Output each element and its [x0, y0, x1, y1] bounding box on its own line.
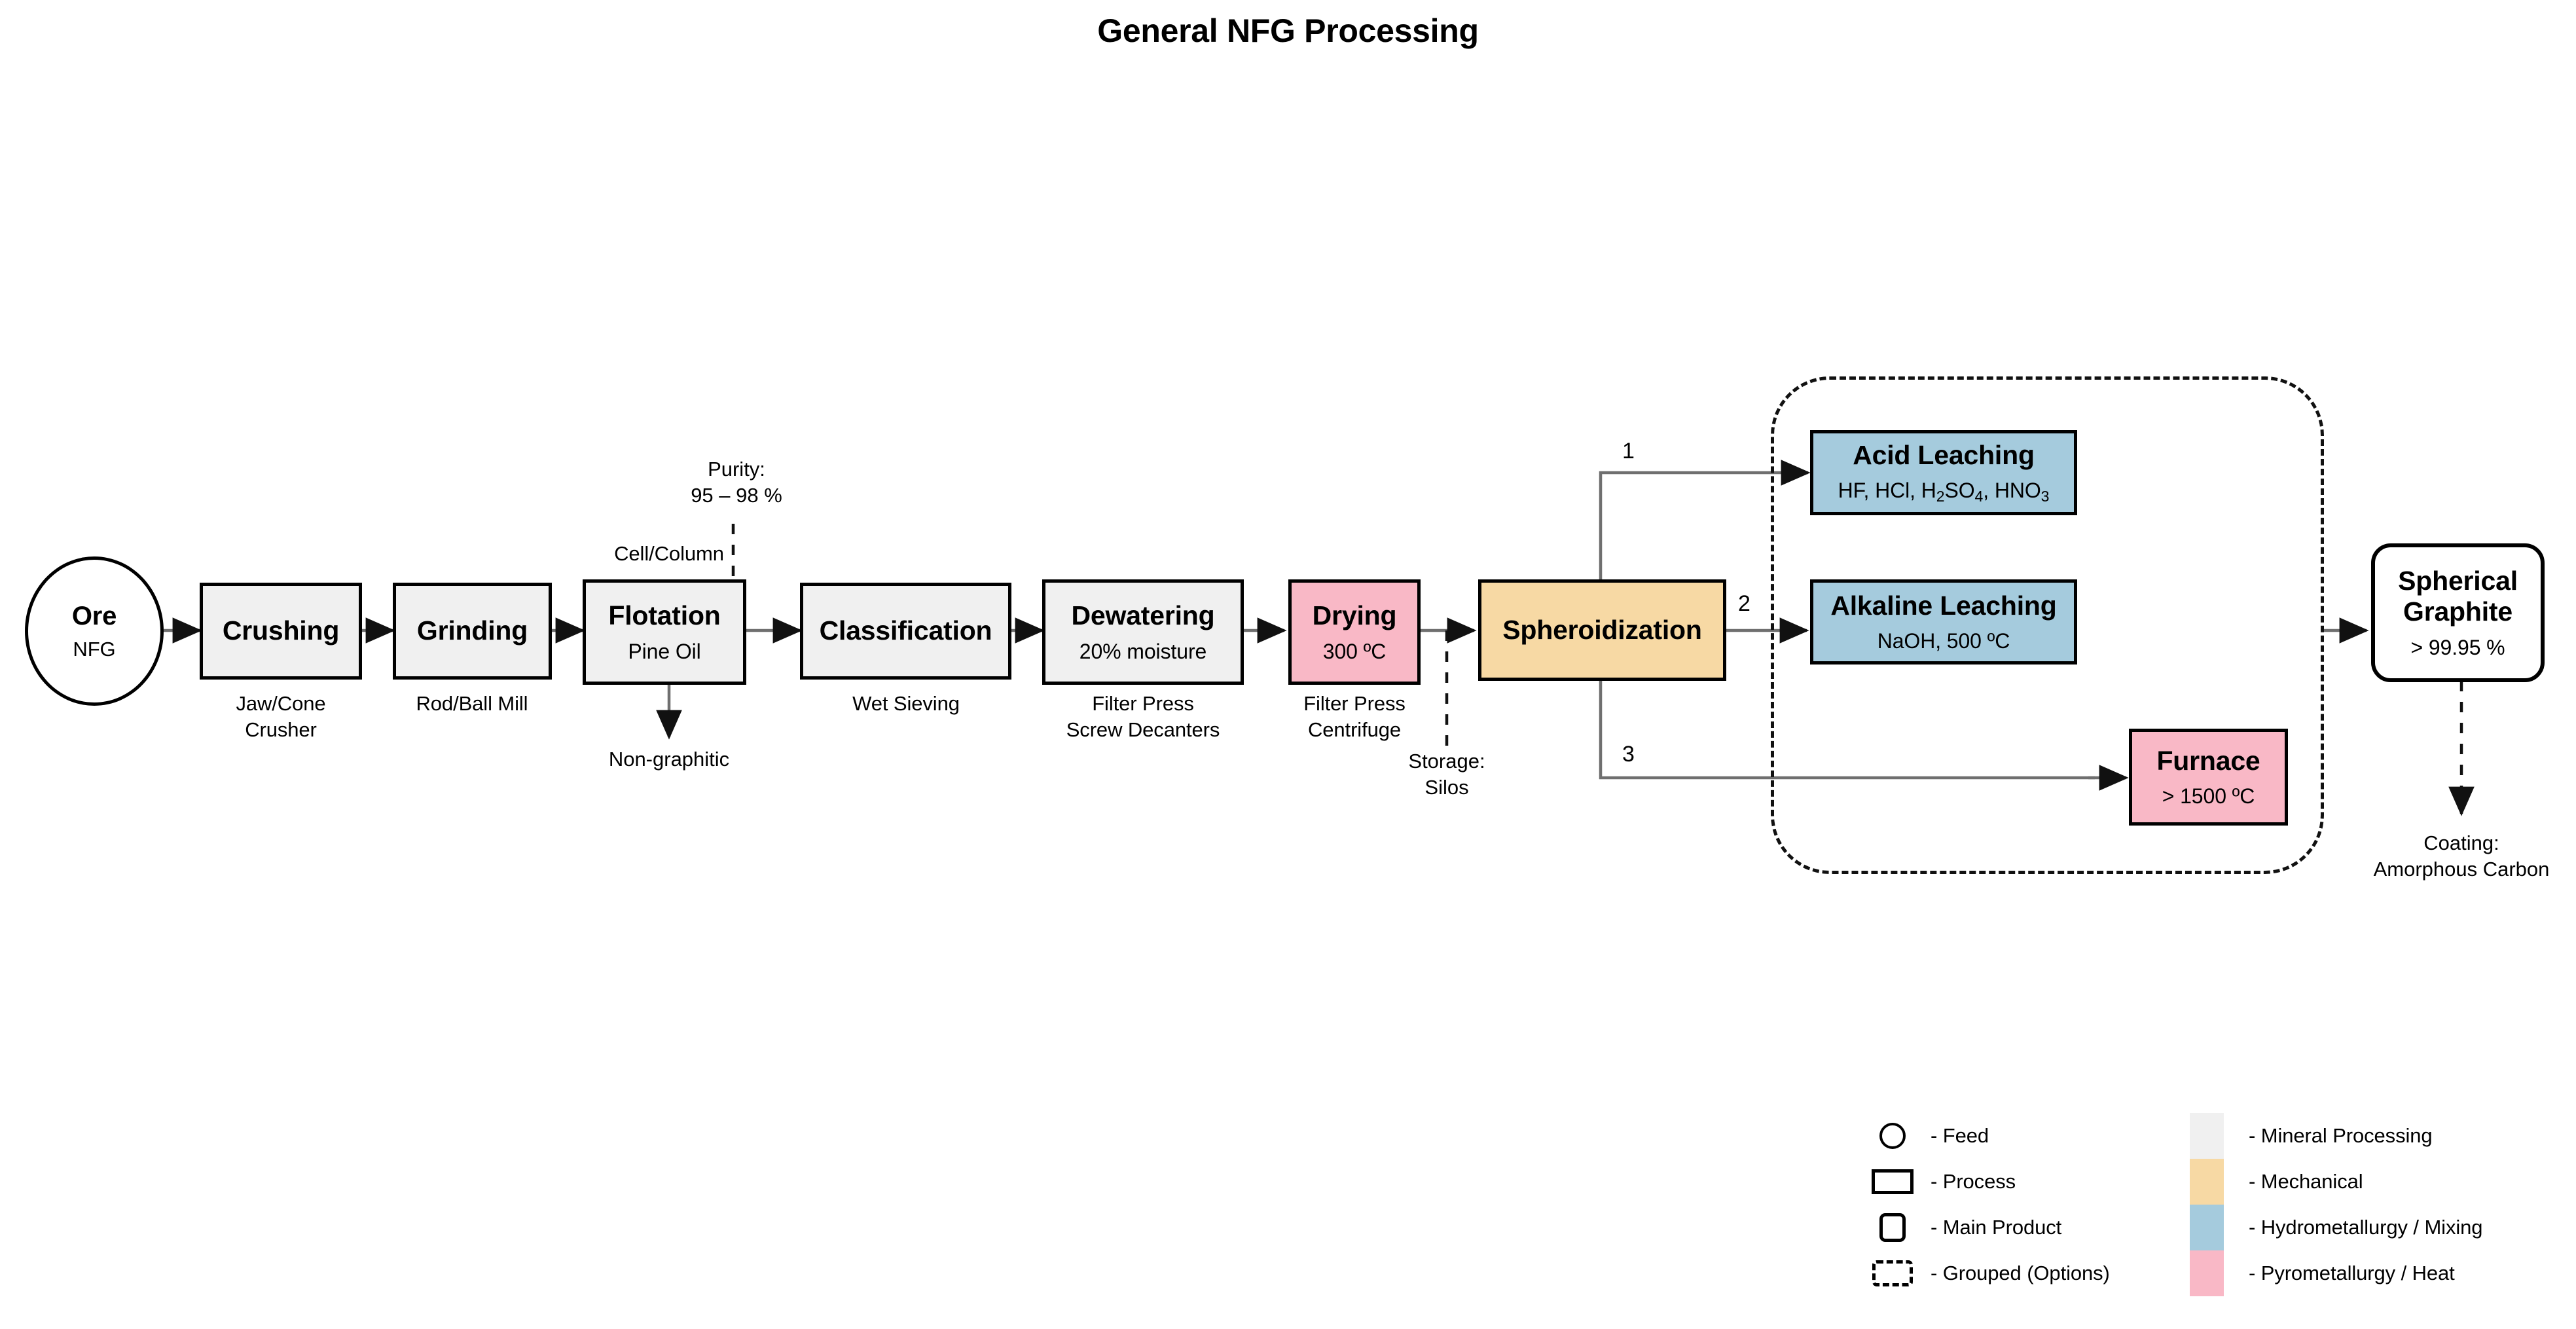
edge-branch1-path [1599, 471, 1799, 583]
node-spherical-graphite-title: Spherical Graphite [2398, 565, 2518, 627]
grouped-dashed-icon [1869, 1258, 1916, 1289]
edge-label-branch1: 1 [1622, 439, 1635, 464]
legend-row-process: - Process [1869, 1159, 2110, 1205]
legend-row-grouped: - Grouped (Options) [1869, 1250, 2110, 1296]
process-rect-icon [1869, 1166, 1916, 1197]
edge-label-branch2: 2 [1738, 591, 1751, 616]
caption-drying: Filter Press Centrifuge [1303, 692, 1406, 742]
swatch-hydrometallurgy [2190, 1205, 2224, 1250]
node-classification[interactable]: Classification [800, 583, 1011, 680]
node-ore-title: Ore [71, 601, 117, 630]
caption-classification: Wet Sieving [852, 692, 960, 715]
annot-purity: Purity: 95 – 98 % [691, 458, 782, 507]
main-product-rounded-icon [1869, 1212, 1916, 1243]
node-drying-title: Drying [1312, 600, 1397, 631]
node-flotation-title: Flotation [608, 600, 721, 631]
node-dewatering[interactable]: Dewatering 20% moisture [1042, 579, 1244, 685]
node-furnace[interactable]: Furnace > 1500 ºC [2129, 729, 2288, 826]
caption-grinding: Rod/Ball Mill [416, 692, 528, 715]
page-title: General NFG Processing [1097, 12, 1479, 49]
annot-coating: Coating: Amorphous Carbon [2373, 831, 2550, 881]
legend-shapes: - Feed - Process - Main Product - Groupe… [1869, 1113, 2110, 1296]
node-flotation[interactable]: Flotation Pine Oil [583, 579, 746, 685]
node-dewatering-sub: 20% moisture [1079, 639, 1207, 663]
legend-label-mechanical: - Mechanical [2249, 1170, 2363, 1193]
node-ore[interactable]: Ore NFG [25, 556, 164, 706]
legend-row-feed: - Feed [1869, 1113, 2110, 1159]
node-alkaline-leaching[interactable]: Alkaline Leaching NaOH, 500 ºC [1810, 579, 2077, 664]
swatch-mechanical [2190, 1159, 2224, 1205]
node-acid-leaching-sub: HF, HCl, H2SO4, HNO3 [1838, 479, 2050, 505]
legend-label-pyrometallurgy: - Pyrometallurgy / Heat [2249, 1262, 2455, 1284]
node-acid-leaching[interactable]: Acid Leaching HF, HCl, H2SO4, HNO3 [1810, 430, 2077, 515]
annot-storage: Storage: Silos [1408, 750, 1485, 799]
feed-circle-icon [1869, 1120, 1916, 1152]
node-spheroidization-title: Spheroidization [1502, 614, 1702, 645]
node-crushing[interactable]: Crushing [200, 583, 362, 680]
edge-label-branch3: 3 [1622, 742, 1635, 767]
node-furnace-sub: > 1500 ºC [2162, 784, 2255, 809]
node-spherical-graphite-sub: > 99.95 % [2410, 635, 2505, 659]
node-alkaline-leaching-title: Alkaline Leaching [1830, 590, 2057, 621]
legend-row-main-product: - Main Product [1869, 1205, 2110, 1250]
node-grinding-title: Grinding [416, 615, 528, 646]
legend-label-grouped: - Grouped (Options) [1931, 1262, 2110, 1284]
annot-non-graphitic: Non-graphitic [608, 748, 730, 771]
caption-dewatering: Filter Press Screw Decanters [1066, 692, 1220, 742]
swatch-mineral-processing [2190, 1113, 2224, 1159]
node-acid-leaching-title: Acid Leaching [1853, 439, 2035, 470]
node-drying[interactable]: Drying 300 ºC [1288, 579, 1421, 685]
caption-crushing: Jaw/Cone Crusher [236, 692, 326, 742]
node-dewatering-title: Dewatering [1071, 600, 1215, 631]
node-ore-sub: NFG [73, 638, 116, 661]
legend-row-mineral-processing: - Mineral Processing [2190, 1113, 2482, 1159]
node-spherical-graphite[interactable]: Spherical Graphite > 99.95 % [2371, 543, 2545, 682]
legend-label-hydrometallurgy: - Hydrometallurgy / Mixing [2249, 1216, 2483, 1239]
legend-label-mineral-processing: - Mineral Processing [2249, 1124, 2433, 1147]
node-flotation-sub: Pine Oil [628, 639, 701, 663]
legend-row-pyrometallurgy: - Pyrometallurgy / Heat [2190, 1250, 2482, 1296]
node-grinding[interactable]: Grinding [393, 583, 552, 680]
node-classification-title: Classification [819, 615, 992, 646]
legend-row-mechanical: - Mechanical [2190, 1159, 2482, 1205]
node-furnace-title: Furnace [2156, 745, 2260, 776]
legend-row-hydrometallurgy: - Hydrometallurgy / Mixing [2190, 1205, 2483, 1250]
node-drying-sub: 300 ºC [1322, 639, 1387, 663]
legend-label-process: - Process [1931, 1170, 2016, 1193]
node-spheroidization[interactable]: Spheroidization [1478, 579, 1726, 681]
node-crushing-title: Crushing [222, 615, 340, 646]
legend-colors: - Mineral Processing - Mechanical - Hydr… [2190, 1113, 2483, 1296]
caption-flotation-top: Cell/Column [614, 542, 724, 565]
swatch-pyrometallurgy [2190, 1250, 2224, 1296]
node-alkaline-leaching-sub: NaOH, 500 ºC [1877, 629, 2010, 653]
legend-label-feed: - Feed [1931, 1124, 1989, 1147]
legend-label-main-product: - Main Product [1931, 1216, 2062, 1239]
grouped-options-box [1771, 376, 2324, 874]
